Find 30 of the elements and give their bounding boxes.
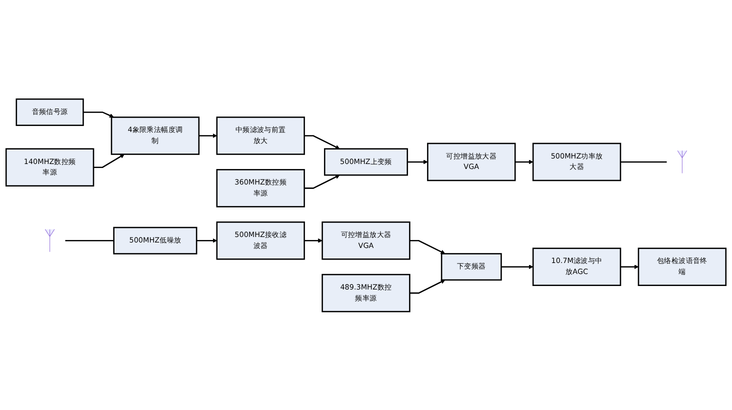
process-box [322,274,410,312]
arrow [501,264,534,269]
arrow [410,279,446,294]
arrow [304,238,322,243]
arrow [83,111,114,118]
arrow [515,159,534,164]
process-box [324,148,408,176]
process-box [110,116,200,155]
process-box [16,98,84,126]
arrow [196,238,218,243]
process-box [322,221,410,260]
process-box [532,142,622,181]
process-box [638,247,727,286]
arrow [620,264,639,269]
arrow [94,154,125,168]
antenna-icon [44,228,55,252]
arrow [407,159,428,164]
arrow [410,240,446,254]
process-box [427,142,516,181]
antenna-icon [677,150,688,174]
arrow [198,133,218,138]
process-box [532,247,622,286]
process-box [216,221,305,260]
process-box [216,168,305,207]
process-box [5,148,94,186]
arrow [304,174,340,188]
process-box [216,116,305,155]
process-box [113,226,198,254]
process-box [440,252,502,280]
arrow [304,134,340,149]
